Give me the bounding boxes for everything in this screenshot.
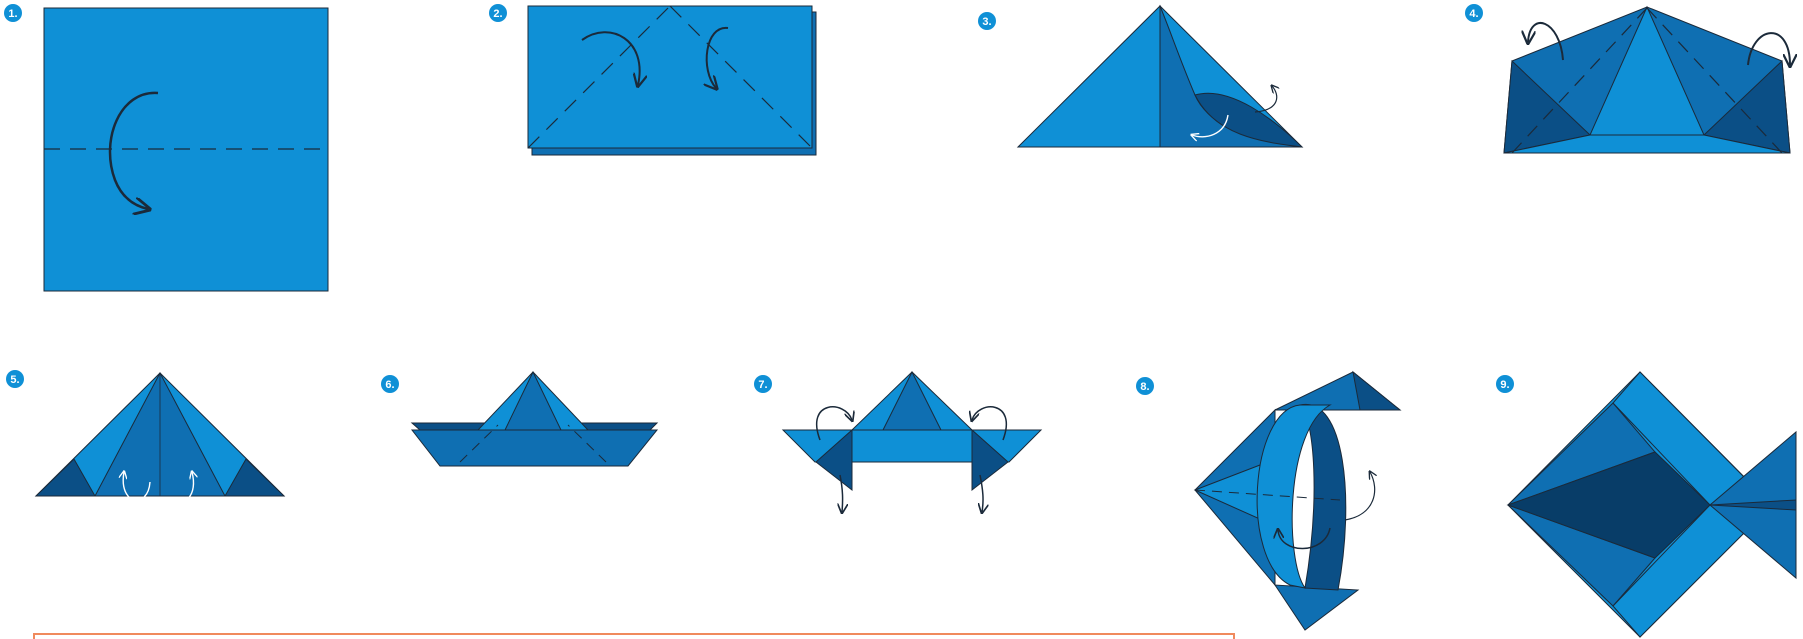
fold-arrow-inner bbox=[1192, 114, 1229, 137]
triangle-left-half bbox=[1016, 4, 1161, 148]
step-1: 1. bbox=[4, 4, 329, 292]
fold-arrow-left bbox=[123, 472, 151, 501]
ring-front bbox=[1256, 404, 1332, 589]
fold-arrow-left bbox=[581, 31, 640, 85]
fold-arrow-top-left bbox=[815, 406, 852, 441]
fold-line-left bbox=[1511, 7, 1648, 154]
rotate-arrow-front bbox=[1278, 528, 1331, 550]
step-8: 8. bbox=[1136, 370, 1402, 631]
step-6: 6. bbox=[381, 370, 659, 467]
hat-brim bbox=[1503, 134, 1791, 154]
right-wing-flap bbox=[971, 428, 1009, 492]
svg-text:2.: 2. bbox=[493, 8, 502, 20]
svg-text:9.: 9. bbox=[1500, 379, 1509, 391]
step-7-badge: 7. bbox=[754, 375, 772, 393]
fold-arrow-left bbox=[1528, 22, 1564, 61]
fold-line bbox=[1194, 489, 1341, 501]
step-2-badge: 2. bbox=[489, 4, 507, 22]
bottom-point bbox=[1274, 584, 1360, 631]
caption-frame bbox=[33, 633, 1235, 639]
step-3-badge: 3. bbox=[978, 12, 996, 30]
fold-line-left bbox=[527, 5, 671, 149]
step-9-badge: 9. bbox=[1496, 375, 1514, 393]
fold-arrow-right bbox=[169, 472, 193, 503]
svg-text:6.: 6. bbox=[385, 379, 394, 391]
pull-arrow-right bbox=[980, 474, 983, 512]
flap-shadow bbox=[1194, 92, 1304, 148]
fold-line-right bbox=[567, 424, 607, 463]
fold-arrow-right bbox=[1747, 32, 1790, 65]
center-band bbox=[851, 429, 973, 463]
svg-text:3.: 3. bbox=[982, 16, 991, 28]
hull-front bbox=[410, 429, 659, 467]
fold-arrow-right bbox=[707, 26, 729, 88]
top-point-shade bbox=[1352, 370, 1402, 411]
rotate-arrow-back bbox=[1344, 472, 1375, 521]
step-5-badge: 5. bbox=[6, 370, 24, 388]
svg-text:8.: 8. bbox=[1140, 381, 1149, 393]
step-4: 4. bbox=[1465, 4, 1791, 154]
ring-back bbox=[1299, 403, 1347, 591]
step-5: 5. bbox=[6, 370, 286, 503]
step-1-badge: 1. bbox=[4, 4, 22, 22]
svg-text:4.: 4. bbox=[1469, 8, 1478, 20]
step-6-badge: 6. bbox=[381, 375, 399, 393]
tail-center bbox=[1709, 499, 1797, 511]
fold-arrow-outer bbox=[1254, 86, 1277, 113]
fold-line-right bbox=[1646, 7, 1783, 154]
step-9: 9. bbox=[1496, 371, 1797, 638]
svg-text:7.: 7. bbox=[758, 379, 767, 391]
svg-text:5.: 5. bbox=[10, 374, 19, 386]
left-corner-flap bbox=[34, 458, 96, 497]
step-4-badge: 4. bbox=[1465, 4, 1483, 22]
step-8-badge: 8. bbox=[1136, 377, 1154, 395]
fold-line-left bbox=[459, 424, 499, 463]
step-2: 2. bbox=[489, 4, 817, 156]
left-wing-flap bbox=[815, 428, 853, 492]
fold-arrow bbox=[108, 91, 159, 209]
paper-front-layer bbox=[527, 5, 813, 149]
fold-line-right bbox=[669, 5, 813, 149]
step-3: 3. bbox=[978, 4, 1304, 148]
svg-text:1.: 1. bbox=[8, 8, 17, 20]
fold-arrow-top-right bbox=[972, 406, 1008, 441]
right-corner-flap bbox=[224, 458, 286, 497]
pull-arrow-left bbox=[840, 474, 843, 512]
step-7: 7. bbox=[754, 370, 1043, 512]
